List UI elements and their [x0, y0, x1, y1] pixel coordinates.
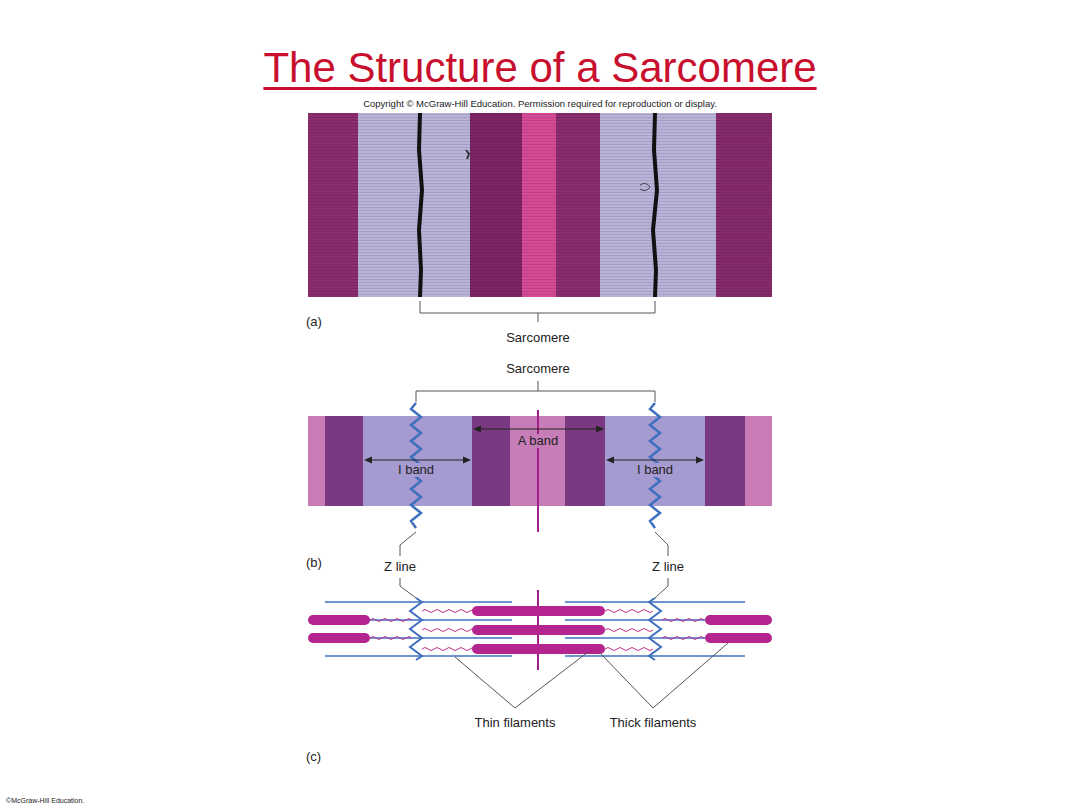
text-label: Copyright © McGraw-Hill Education. Permi…: [363, 99, 717, 110]
text-label: Z line: [652, 560, 684, 575]
leader-line: [455, 643, 728, 708]
text-label: Thin filaments: [475, 716, 556, 731]
text-label: I band: [396, 463, 436, 478]
micrograph: [308, 113, 772, 297]
filament-diagram: [308, 590, 772, 670]
band-strip: [308, 403, 772, 532]
slide-title: The Structure of a Sarcomere: [263, 43, 816, 93]
bracket: [420, 301, 655, 322]
text-label: ©McGraw-Hill Education.: [6, 797, 84, 805]
band-arrows: [364, 426, 704, 464]
leader-line: [400, 532, 668, 598]
text-label: Sarcomere: [506, 331, 570, 346]
text-label: (c): [306, 750, 321, 765]
text-label: Z line: [384, 560, 416, 575]
bracket: [416, 381, 655, 402]
text-label: I band: [635, 463, 675, 478]
text-label: Thick filaments: [610, 716, 697, 731]
text-label: Sarcomere: [506, 362, 570, 377]
text-label: (b): [306, 556, 322, 571]
text-label: (a): [306, 315, 322, 330]
text-label: A band: [516, 434, 561, 449]
